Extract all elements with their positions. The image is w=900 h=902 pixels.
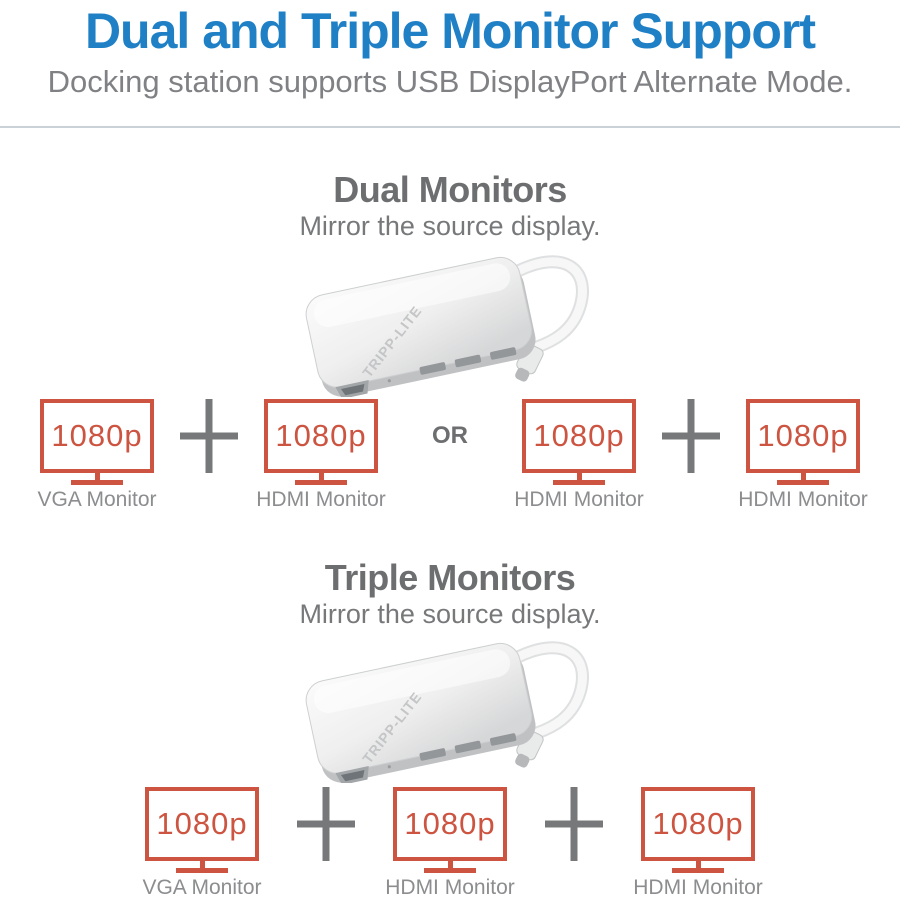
- vga-port: [335, 380, 369, 397]
- monitor-stand: [447, 861, 453, 868]
- page-header: Dual and Triple Monitor Support Docking …: [0, 2, 900, 128]
- dual-section-subheading: Mirror the source display.: [299, 211, 601, 241]
- page-title: Dual and Triple Monitor Support: [84, 3, 816, 59]
- triple-monitor-row: 1080p VGA Monitor 1080p HDMI Monitor 108…: [0, 787, 900, 900]
- resolution-text: 1080p: [404, 806, 496, 841]
- monitor-vga: 1080p VGA Monitor: [30, 399, 164, 512]
- monitor-label: HDMI Monitor: [256, 488, 386, 511]
- plus-icon: [662, 399, 720, 473]
- monitor-stand-base: [71, 480, 123, 485]
- resolution-text: 1080p: [51, 418, 143, 453]
- monitor-screen-icon: 1080p: [522, 399, 636, 473]
- monitor-stand: [695, 861, 701, 868]
- monitor-vga: 1080p VGA Monitor: [135, 787, 269, 900]
- monitor-label: HDMI Monitor: [738, 488, 868, 511]
- monitor-hdmi: 1080p HDMI Monitor: [736, 399, 870, 512]
- page-subtitle: Docking station supports USB DisplayPort…: [47, 64, 853, 99]
- monitor-label: HDMI Monitor: [385, 876, 515, 899]
- monitor-stand-base: [424, 868, 476, 873]
- triple-section-subheading: Mirror the source display.: [299, 599, 601, 629]
- monitor-hdmi: 1080p HDMI Monitor: [383, 787, 517, 900]
- monitor-screen-icon: 1080p: [393, 787, 507, 861]
- usb-port: [454, 740, 482, 754]
- monitor-label: VGA Monitor: [142, 876, 262, 899]
- or-separator: OR: [432, 422, 468, 449]
- monitor-stand: [800, 473, 806, 480]
- monitor-screen-icon: 1080p: [746, 399, 860, 473]
- monitor-label: VGA Monitor: [37, 488, 157, 511]
- resolution-text: 1080p: [156, 806, 248, 841]
- monitor-stand: [318, 473, 324, 480]
- usb-port: [419, 362, 446, 375]
- dual-section-heading: Dual Monitors: [333, 169, 567, 210]
- plus-icon: [297, 787, 355, 861]
- triple-section-heading: Triple Monitors: [324, 557, 576, 598]
- monitor-stand: [199, 861, 205, 868]
- usb-port: [454, 354, 482, 368]
- dual-monitors-section: Dual Monitors Mirror the source display.: [0, 170, 900, 512]
- monitor-stand: [94, 473, 100, 480]
- monitor-stand-base: [777, 480, 829, 485]
- plus-icon: [180, 399, 238, 473]
- resolution-text: 1080p: [533, 418, 625, 453]
- monitor-stand-base: [553, 480, 605, 485]
- monitor-stand: [576, 473, 582, 480]
- monitor-label: HDMI Monitor: [514, 488, 644, 511]
- dual-dock-image-wrap: TRIPP-LITE: [0, 247, 900, 399]
- monitor-stand-base: [176, 868, 228, 873]
- docking-station-image: TRIPP-LITE: [305, 255, 589, 397]
- resolution-text: 1080p: [652, 806, 744, 841]
- resolution-text: 1080p: [275, 418, 367, 453]
- plus-icon: [545, 787, 603, 861]
- resolution-text: 1080p: [757, 418, 849, 453]
- triple-monitors-section: Triple Monitors Mirror the source displa…: [0, 558, 900, 900]
- monitor-hdmi: 1080p HDMI Monitor: [512, 399, 646, 512]
- monitor-label: HDMI Monitor: [633, 876, 763, 899]
- usb-port: [489, 347, 517, 360]
- monitor-screen-icon: 1080p: [40, 399, 154, 473]
- monitor-screen-icon: 1080p: [264, 399, 378, 473]
- dual-monitor-row: 1080p VGA Monitor 1080p HDMI Monitor OR …: [0, 399, 900, 512]
- usb-port: [419, 748, 446, 761]
- triple-dock-image-wrap: TRIPP-LITE: [0, 633, 900, 783]
- docking-station-image: TRIPP-LITE: [305, 641, 589, 783]
- monitor-stand-base: [672, 868, 724, 873]
- vga-port: [335, 766, 369, 783]
- monitor-screen-icon: 1080p: [145, 787, 259, 861]
- header-divider: [0, 126, 900, 128]
- usb-port: [489, 733, 517, 746]
- monitor-hdmi: 1080p HDMI Monitor: [254, 399, 388, 512]
- monitor-hdmi: 1080p HDMI Monitor: [631, 787, 765, 900]
- monitor-stand-base: [295, 480, 347, 485]
- monitor-screen-icon: 1080p: [641, 787, 755, 861]
